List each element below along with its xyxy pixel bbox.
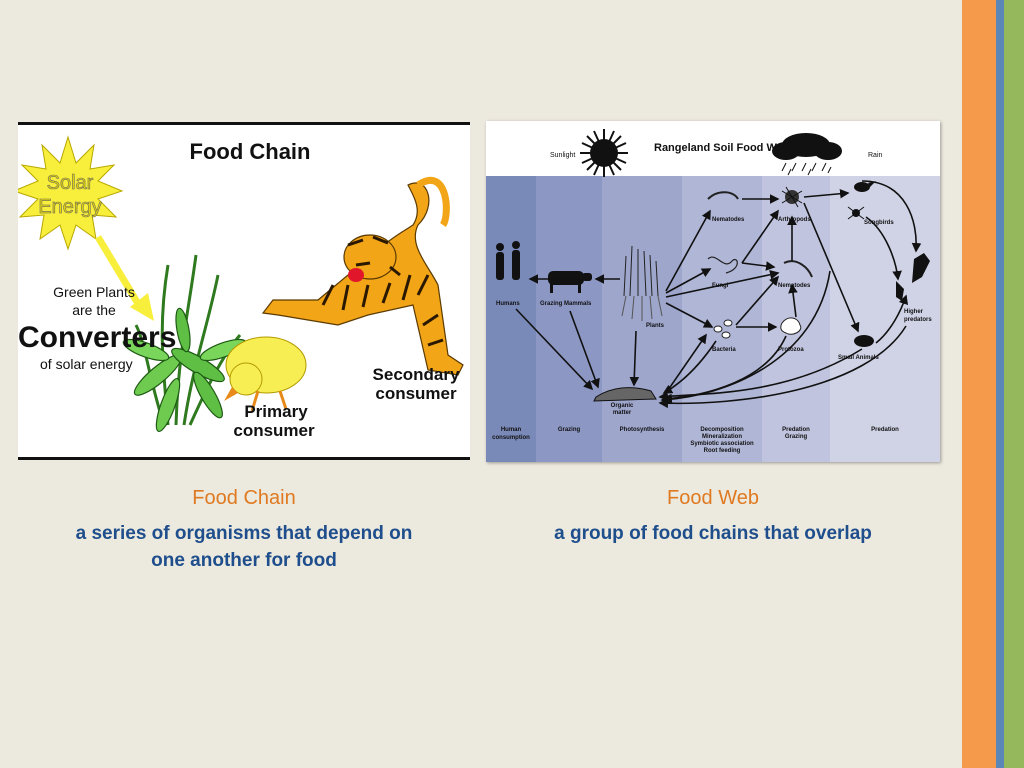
rain-cloud-icon xyxy=(772,133,842,176)
food-chain-illustration: Solar Energy Food Chain Green Plants are… xyxy=(18,135,464,440)
primary-consumer-line2: consumer xyxy=(233,421,315,440)
protozoa-icon xyxy=(780,317,802,335)
food-chain-definition-line2: one another for food xyxy=(151,550,337,571)
zone-label-predgraz-1: Predation xyxy=(782,427,810,433)
zone-grazing xyxy=(536,176,602,462)
organic-matter-icon xyxy=(593,387,657,402)
label-small-animals: Small Animals xyxy=(838,355,879,361)
label-higher-predators-2: predators xyxy=(904,317,932,323)
food-chain-title: Food Chain xyxy=(192,487,296,509)
label-organic-1: Organic xyxy=(611,403,634,409)
tiger-illustration xyxy=(261,177,464,376)
zone-human xyxy=(486,176,536,462)
bacteria-icon xyxy=(713,319,733,339)
green-plants-line1: Green Plants xyxy=(53,284,135,300)
sun-label-line1: Solar xyxy=(47,172,94,194)
label-songbirds: Songbirds xyxy=(864,220,894,226)
zone-label-photosynthesis: Photosynthesis xyxy=(620,427,665,433)
sun-icon xyxy=(580,129,628,177)
zone-label-grazing: Grazing xyxy=(558,427,581,433)
label-arthropods: Arthropods xyxy=(778,217,811,223)
zone-label-predation: Predation xyxy=(871,427,899,433)
label-higher-predators-1: Higher xyxy=(904,309,924,315)
zone-label-human-2: consumption xyxy=(492,435,530,441)
rain-label: Rain xyxy=(868,152,883,159)
sun-icon xyxy=(18,135,124,251)
energy-arrow xyxy=(94,235,144,309)
zone-label-predgraz-2: Grazing xyxy=(785,434,808,440)
zone-label-decomp-3: Symbiotic association xyxy=(690,441,754,447)
secondary-consumer-line1: Secondary xyxy=(373,365,460,384)
zone-label-decomp-4: Root feeding xyxy=(704,448,741,454)
spider-icon xyxy=(847,206,865,220)
food-web-title: Rangeland Soil Food Web xyxy=(654,142,790,154)
nematode-top-icon xyxy=(707,191,739,200)
label-organic-2: matter xyxy=(613,410,632,416)
label-humans: Humans xyxy=(496,301,520,307)
fungi-icon xyxy=(707,256,738,274)
label-plants: Plants xyxy=(646,323,665,329)
accent-stripe-blue xyxy=(996,0,1004,768)
label-bacteria: Bacteria xyxy=(712,347,736,353)
humans-icon xyxy=(496,241,520,280)
of-solar-label: of solar energy xyxy=(40,356,133,372)
secondary-consumer-line2: consumer xyxy=(375,384,457,403)
accent-stripe-orange xyxy=(962,0,996,768)
label-grazing-mammals: Grazing Mammals xyxy=(540,301,592,307)
plants-icon xyxy=(621,245,663,321)
food-chain-definition: a series of organisms that depend on one… xyxy=(18,520,470,574)
label-nematodes-top: Nematodes xyxy=(712,217,745,223)
converters-label: Converters xyxy=(18,321,176,354)
food-web-title-caption: Food Web xyxy=(667,487,759,509)
food-chain-definition-line1: a series of organisms that depend on xyxy=(75,523,413,544)
food-web-diagram: Sunlight Rangeland Soil Food Web Rain xyxy=(486,121,940,462)
food-web-definition: a group of food chains that overlap xyxy=(554,523,872,544)
zone-label-human-1: Human xyxy=(501,427,522,433)
energy-arrowhead xyxy=(130,293,154,321)
sun-label-line2: Energy xyxy=(38,196,101,218)
food-web-arrows xyxy=(515,180,922,409)
chick-illustration xyxy=(224,336,307,412)
zone-predation xyxy=(830,176,940,462)
plant-illustration xyxy=(122,254,247,433)
food-chain-image: Solar Energy Food Chain Green Plants are… xyxy=(18,122,470,460)
small-animal-icon xyxy=(854,335,874,347)
label-nematodes-mid: Nematodes xyxy=(778,283,811,289)
zone-label-decomp-1: Decomposition xyxy=(700,427,744,433)
label-protozoa: Protozoa xyxy=(778,347,804,353)
sunlight-label: Sunlight xyxy=(550,152,575,159)
arthropod-icon xyxy=(781,186,803,208)
primary-consumer-line1: Primary xyxy=(244,402,308,421)
food-chain-heading: Food Chain xyxy=(190,139,311,164)
food-web-image: Sunlight Rangeland Soil Food Web Rain xyxy=(486,121,940,462)
green-plants-line2: are the xyxy=(72,302,116,318)
nematode-mid-icon xyxy=(783,260,813,278)
zone-label-decomp-2: Mineralization xyxy=(702,434,742,440)
accent-stripe-green xyxy=(1004,0,1024,768)
